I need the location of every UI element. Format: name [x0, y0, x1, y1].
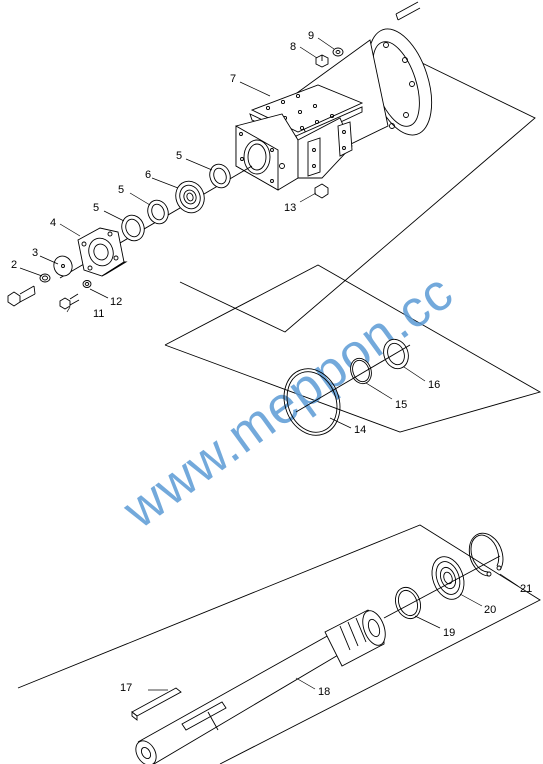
label-part-18: 18 — [318, 686, 330, 698]
label-part-5-lower: 5 — [93, 202, 99, 214]
plate-part-3 — [53, 255, 73, 277]
housing-part-7 — [235, 28, 433, 191]
label-part-12: 12 — [110, 296, 122, 308]
key-part-17 — [131, 687, 182, 721]
label-part-11: 11 — [93, 308, 104, 320]
bearing-part-6 — [175, 180, 205, 214]
label-part-21: 21 — [520, 583, 532, 595]
label-part-3: 3 — [32, 247, 38, 259]
label-part-5-middle: 5 — [118, 184, 124, 196]
label-part-2: 2 — [11, 259, 17, 271]
washer-part-9 — [332, 47, 344, 57]
seal-part-16 — [383, 338, 409, 370]
bolt-left — [7, 285, 36, 307]
label-part-14: 14 — [354, 424, 366, 436]
label-part-15: 15 — [395, 399, 407, 411]
bearing-part-20 — [431, 556, 465, 600]
label-part-6: 6 — [145, 169, 151, 181]
assembly-axis-lower — [383, 555, 501, 619]
bolt-part-8 — [315, 54, 329, 68]
label-part-4: 4 — [50, 217, 56, 229]
label-part-7: 7 — [230, 73, 236, 85]
label-part-5-upper: 5 — [176, 150, 182, 162]
cover-part-4 — [77, 227, 128, 277]
washer-part-12 — [82, 280, 92, 288]
shaft-part-18 — [135, 609, 386, 764]
label-part-13: 13 — [284, 202, 296, 214]
shim-part-5-upper — [209, 163, 231, 189]
watermark-text: www.meppon.cc — [112, 263, 464, 541]
shim-part-5-middle — [147, 199, 169, 225]
label-part-9: 9 — [308, 30, 314, 42]
leader-lines — [19, 37, 519, 691]
label-part-17: 17 — [120, 682, 132, 694]
plug-part-13 — [314, 183, 329, 199]
label-part-16: 16 — [428, 379, 440, 391]
snap-ring-part-21 — [468, 532, 504, 577]
label-part-19: 19 — [443, 627, 455, 639]
top-stud — [395, 1, 421, 21]
bolt-part-11 — [59, 293, 80, 310]
label-part-20: 20 — [484, 604, 496, 616]
part-number-labels: 2 3 4 5 5 6 5 7 8 9 11 12 13 14 15 16 17… — [11, 30, 532, 698]
lock-washer-part-2 — [39, 273, 51, 283]
assembly-planes — [17, 61, 542, 764]
label-part-8: 8 — [290, 41, 296, 53]
shim-part-19 — [395, 586, 421, 620]
assembly-axis-middle — [295, 344, 411, 413]
shim-part-5-lower — [121, 214, 145, 242]
o-ring-part-14 — [283, 368, 341, 436]
